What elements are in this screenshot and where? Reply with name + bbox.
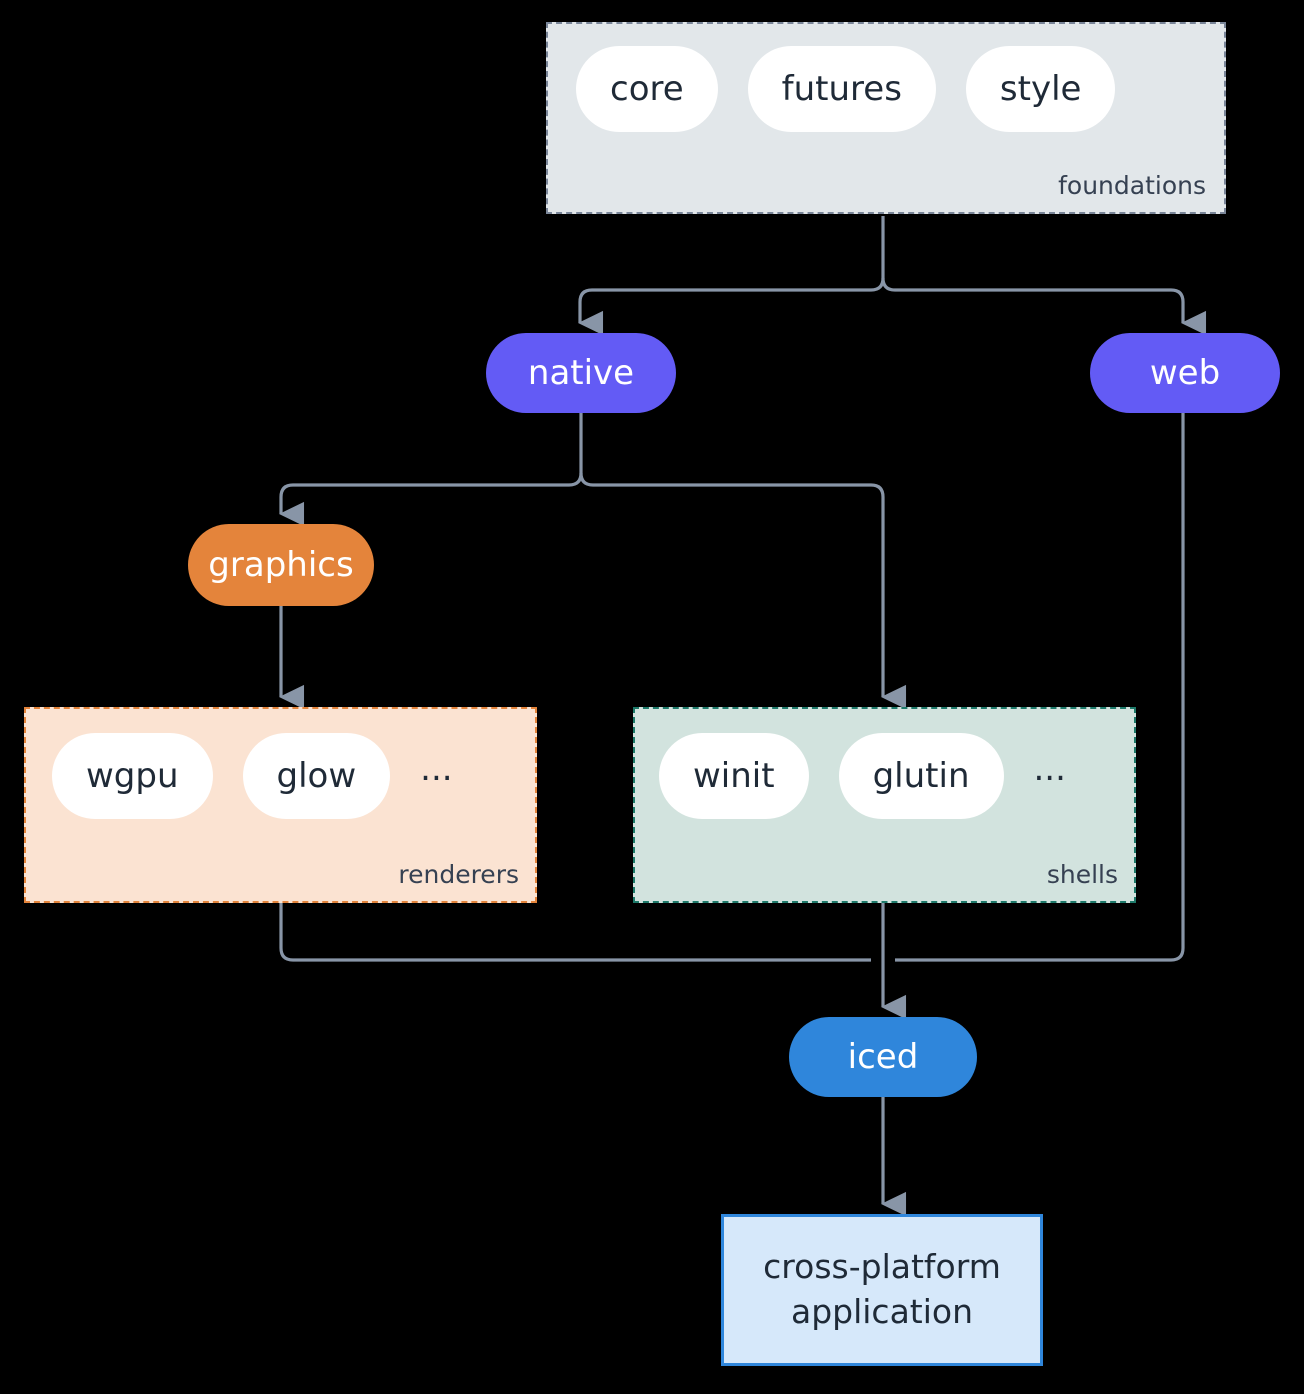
pill-wgpu[interactable]: wgpu	[52, 733, 213, 819]
edge-foundations-to-native	[578, 277, 885, 336]
renderers-pill-row: wgpu glow ...	[52, 733, 453, 819]
pill-futures[interactable]: futures	[747, 46, 936, 132]
group-shells[interactable]: winit glutin ... shells	[633, 707, 1136, 903]
group-label-renderers: renderers	[398, 860, 519, 889]
application-label-line2: application	[790, 1292, 974, 1331]
pill-core[interactable]: core	[576, 46, 718, 132]
node-cross-platform-application[interactable]: cross-platform application	[721, 1214, 1043, 1366]
node-web[interactable]: web	[1090, 333, 1280, 413]
shells-ellipsis: ...	[1033, 749, 1066, 789]
renderers-ellipsis: ...	[420, 749, 453, 789]
pill-glow[interactable]: glow	[242, 733, 391, 819]
edge-foundations-to-web	[881, 277, 1207, 336]
foundations-pill-row: core futures style	[576, 46, 1116, 132]
pill-glutin[interactable]: glutin	[838, 733, 1004, 819]
pill-winit[interactable]: winit	[659, 733, 809, 819]
edge-native-to-shells	[579, 472, 907, 710]
edge-native-to-graphics	[279, 472, 583, 527]
node-graphics[interactable]: graphics	[188, 524, 374, 606]
group-foundations[interactable]: core futures style foundations	[546, 22, 1226, 214]
edge-renderers-to-iced	[279, 903, 871, 962]
application-label-line1: cross-platform	[763, 1247, 1001, 1287]
node-native[interactable]: native	[486, 333, 676, 413]
group-renderers[interactable]: wgpu glow ... renderers	[24, 707, 537, 903]
group-label-shells: shells	[1046, 860, 1118, 889]
pill-style[interactable]: style	[965, 46, 1116, 132]
group-label-foundations: foundations	[1058, 171, 1206, 200]
node-iced[interactable]: iced	[789, 1017, 977, 1097]
shells-pill-row: winit glutin ...	[659, 733, 1066, 819]
